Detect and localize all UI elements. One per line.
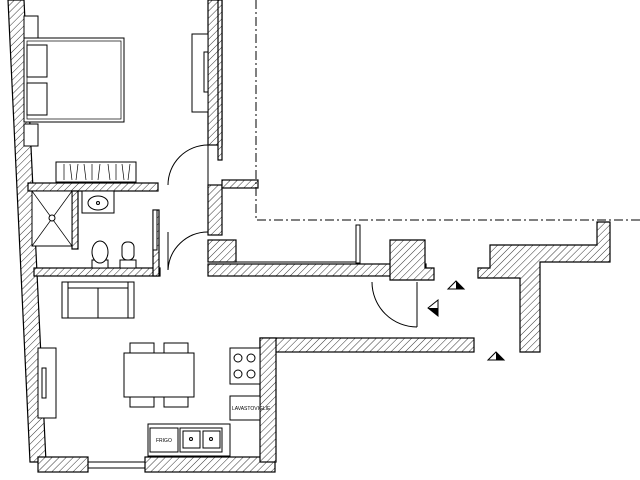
- wardrobe-handle: [203, 51, 209, 93]
- wall-bedroom-right-lower: [207, 184, 223, 236]
- burner-3: [233, 369, 243, 379]
- sink-drain: [96, 201, 100, 205]
- dining-table: [123, 352, 195, 398]
- burner-1: [233, 353, 243, 363]
- chair-bottom-left: [129, 396, 155, 408]
- bed-frame-inner: [26, 40, 122, 120]
- bath-door-swing: [167, 231, 209, 271]
- sofa-arm-left: [61, 281, 69, 319]
- burner-2: [246, 353, 256, 363]
- level-marker-1: [446, 280, 466, 290]
- wall-bottom-left: [37, 456, 89, 473]
- sink-drain-left: [189, 437, 193, 441]
- wall-bath-bottom: [33, 267, 161, 277]
- wall-cabinet-handle: [41, 367, 47, 399]
- wall-stub-top: [221, 179, 259, 189]
- level-marker-3: [486, 351, 506, 361]
- shower-drain: [48, 214, 56, 222]
- level-marker-2: [427, 298, 439, 318]
- wall-bottom-right: [144, 456, 276, 473]
- chair-top-right: [163, 342, 189, 354]
- pillow-bottom: [26, 82, 48, 116]
- wall-kitchen-right: [259, 337, 277, 463]
- bedroom-door-swing: [167, 144, 209, 186]
- wall-pillar-entrance: [389, 239, 435, 281]
- door-post-right: [355, 224, 361, 264]
- bidet-bowl: [121, 241, 135, 261]
- bathroom: [31, 190, 209, 271]
- bedroom: [23, 15, 209, 186]
- hob: [229, 347, 261, 385]
- toilet-bowl: [91, 240, 109, 264]
- entrance-door-swing: [371, 281, 418, 328]
- wall-column-left: [207, 239, 237, 263]
- nightstand-bottom: [23, 123, 39, 147]
- chair-bottom-right: [163, 396, 189, 408]
- fridge: [149, 427, 179, 453]
- dishwasher: [229, 395, 261, 421]
- sofa-arm-right: [127, 281, 135, 319]
- chair-top-left: [129, 342, 155, 354]
- bidet-tank: [119, 259, 137, 269]
- nightstand-top: [23, 15, 39, 39]
- wall-landing: [477, 221, 611, 353]
- living-room: LAVASTOVIGLIE FRIGO: [37, 281, 271, 469]
- wall-cabinet: [37, 347, 57, 419]
- pillow-top: [26, 44, 48, 78]
- wall-shower: [71, 190, 79, 250]
- entrance: [371, 280, 506, 361]
- wall-stub-upper-right: [217, 0, 223, 161]
- door-post-bath: [152, 209, 158, 251]
- wall-living-right: [259, 337, 475, 353]
- sink-drain-right: [209, 437, 213, 441]
- fridge-label: FRIGO: [156, 438, 172, 444]
- walls: [7, 0, 611, 473]
- property-boundary: [255, 0, 640, 221]
- sofa-back: [61, 281, 135, 289]
- wall-bath-top: [27, 182, 159, 192]
- dishwasher-label: LAVASTOVIGLIE: [232, 406, 271, 412]
- burner-4: [246, 369, 256, 379]
- wardrobe-hangers: [63, 163, 131, 181]
